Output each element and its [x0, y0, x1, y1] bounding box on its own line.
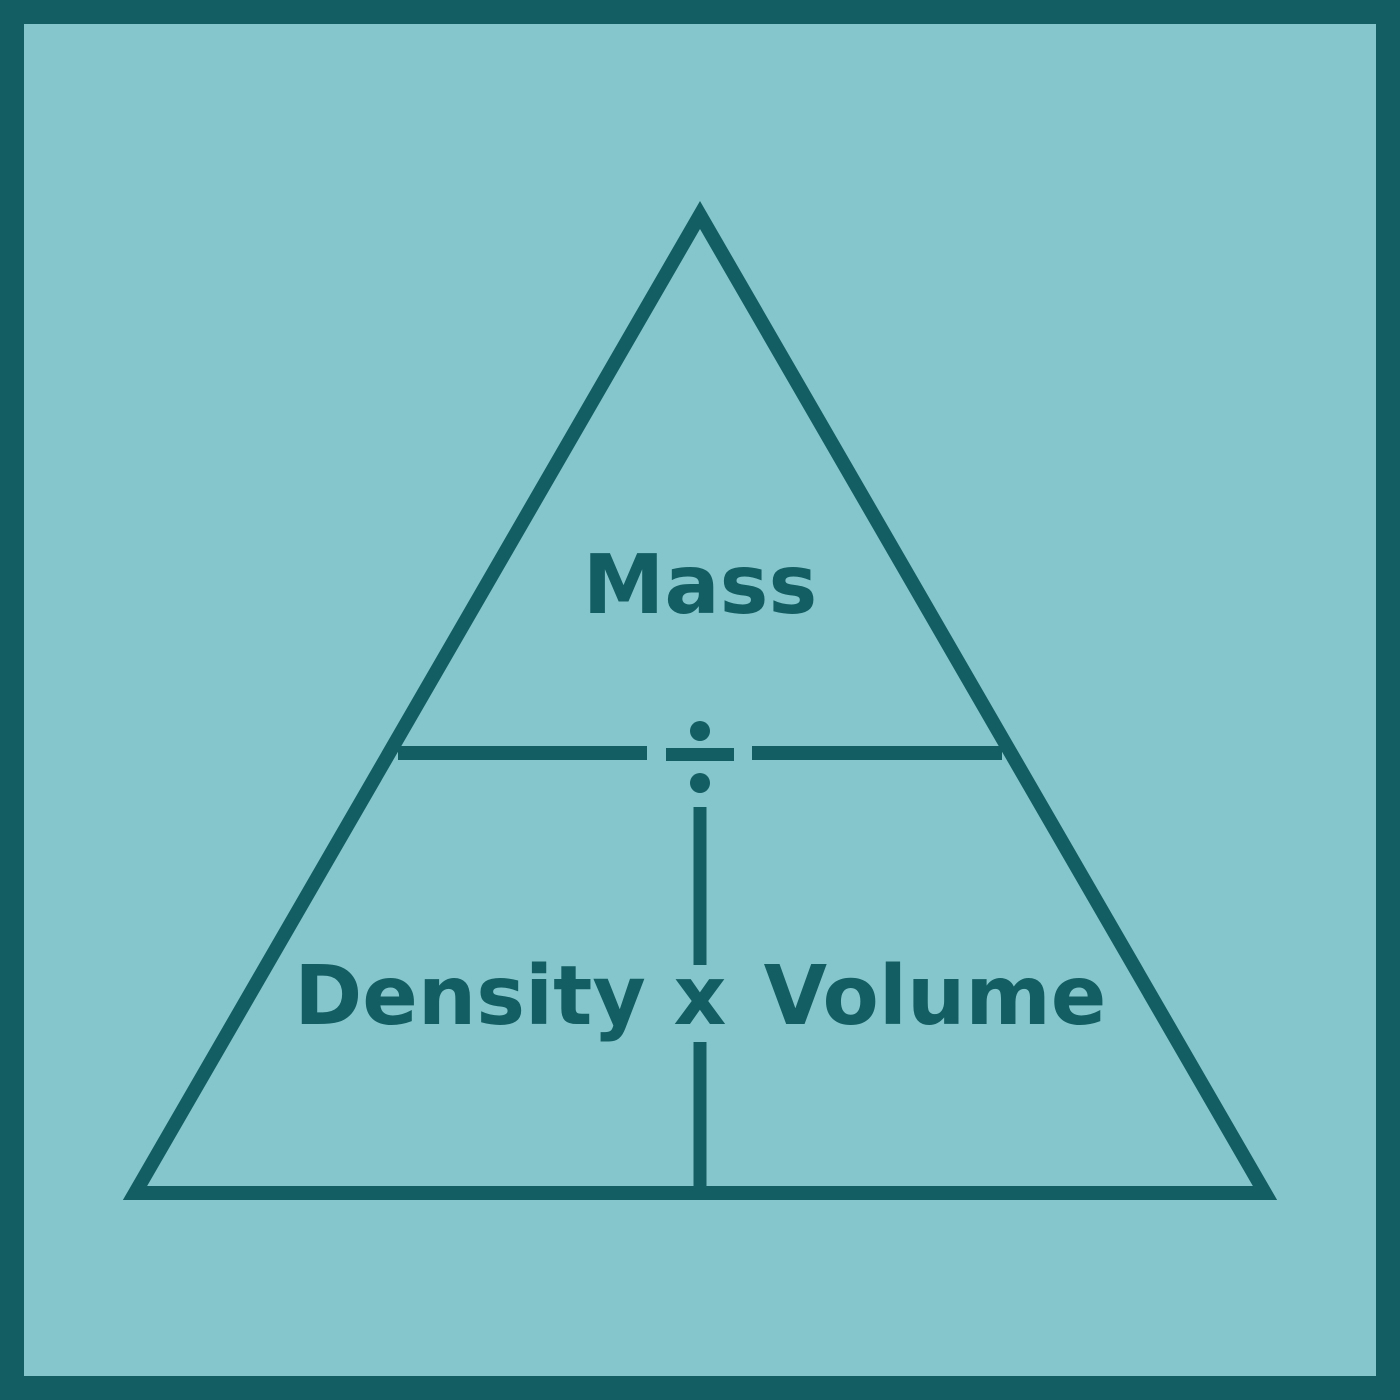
volume-label: Volume — [764, 949, 1107, 1044]
divide-icon — [666, 721, 734, 793]
density-label: Density — [294, 949, 646, 1044]
multiply-label: x — [674, 949, 727, 1044]
mass-label: Mass — [583, 538, 818, 633]
triangle-outline — [122, 201, 1278, 1200]
